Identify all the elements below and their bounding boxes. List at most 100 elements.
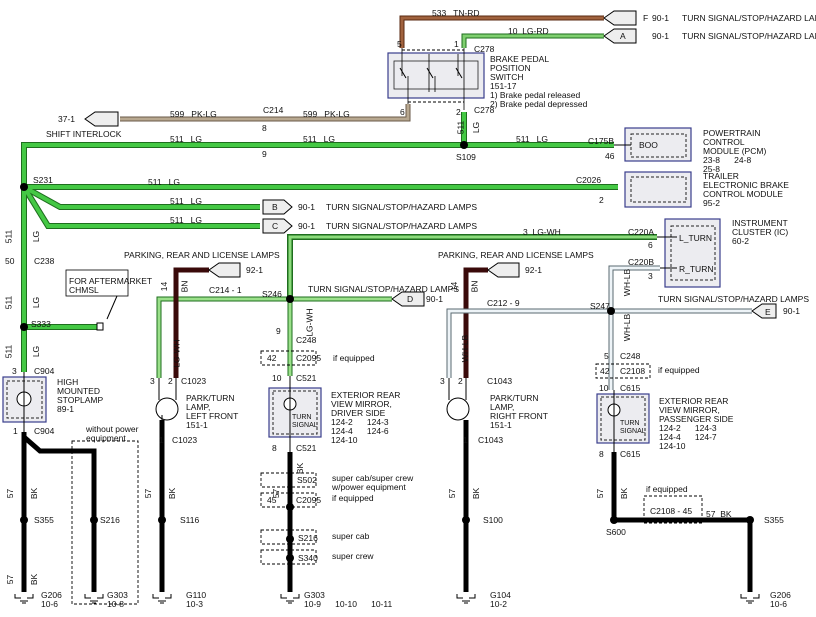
v-whlb-bot: WH-LB xyxy=(622,313,633,342)
wire-511-c: 511 LG xyxy=(516,134,548,144)
c521-top: C521 xyxy=(296,373,317,383)
splices xyxy=(20,141,754,562)
c214-pin8: 8 xyxy=(262,123,267,133)
wire-3-lg-wh xyxy=(156,296,392,378)
wire-533-label: 533 TN-RD xyxy=(432,8,480,18)
v-bn-right: BN xyxy=(469,280,480,293)
wire-3-lgwh-label: 3 LG-WH xyxy=(523,227,561,237)
v-14-right: 14 xyxy=(449,281,460,292)
v-511-s109: 511 xyxy=(455,120,466,135)
v-57-6: 57 xyxy=(595,488,606,499)
offpage-f: F xyxy=(643,13,649,23)
splice-s355-left: S355 xyxy=(34,515,54,525)
c2095-bot: C2095 xyxy=(296,495,322,505)
v-bn-left: BN xyxy=(179,280,190,293)
c1023-pin3: 3 xyxy=(150,376,155,386)
wire-57-bk xyxy=(21,420,753,592)
c1023-bot-pin: 1 xyxy=(159,435,164,445)
offpage-d: D xyxy=(407,294,414,304)
c220b-pin: 3 xyxy=(648,271,653,281)
c1043-top: C1043 xyxy=(487,376,513,386)
c1023-top: C1023 xyxy=(181,376,207,386)
v-lg-2: LG xyxy=(31,296,42,309)
v-whlb-left: WH-LB xyxy=(460,334,471,363)
offpage-a-desc: TURN SIGNAL/STOP/HAZARD LAMPS xyxy=(682,31,816,41)
v-57-1: 57 xyxy=(5,488,16,499)
offpage-c-ref: 90-1 xyxy=(298,221,316,231)
c278-bot: C278 xyxy=(474,105,495,115)
v-57-5: 57 xyxy=(447,488,458,499)
c904-bot: C904 xyxy=(34,426,55,436)
c1043-pin3: 3 xyxy=(440,376,445,386)
offpage-connectors xyxy=(84,10,777,319)
offpage-b: B xyxy=(272,202,278,212)
ic-name: INSTRUMENT CLUSTER (IC) 60-2 xyxy=(732,218,789,246)
c2026: C2026 xyxy=(576,175,602,185)
offpage-e-ref: 90-1 xyxy=(783,306,801,316)
ic-pin1: L_TURN xyxy=(679,233,713,243)
c220a: C220A xyxy=(628,227,654,237)
c615-bot: C615 xyxy=(620,449,641,459)
c175b: C175B xyxy=(588,136,614,146)
c521-top-pin: 10 xyxy=(272,373,282,383)
wire-533-tn-rd xyxy=(399,15,604,48)
wire-599a-label: 599 PK-LG xyxy=(170,109,217,119)
mirror-passenger-box xyxy=(596,390,650,452)
c1043-pin2: 2 xyxy=(458,376,463,386)
offpage-f-ref: 90-1 xyxy=(652,13,670,23)
if-equipped-4: if equipped xyxy=(646,484,688,494)
c904-top: C904 xyxy=(34,366,55,376)
c248-right-pin: 5 xyxy=(604,351,609,361)
chmsl-name: HIGH MOUNTED STOPLAMP 89-1 xyxy=(57,377,104,414)
offpage-c-desc: TURN SIGNAL/STOP/HAZARD LAMPS xyxy=(326,221,477,231)
c214: C214 xyxy=(263,105,284,115)
pcm-box xyxy=(614,127,692,162)
lf-lamp-symbol xyxy=(155,378,179,432)
c2095-left: C2095 xyxy=(296,353,322,363)
wire-511-b: 511 LG xyxy=(303,134,335,144)
v-57-3: 57 xyxy=(143,488,154,499)
super-crew-note: super crew xyxy=(332,551,374,561)
without-power-note: without power equipment xyxy=(86,424,139,443)
bpps-pin1: 1 xyxy=(454,39,459,49)
c615-bot-pin: 8 xyxy=(599,449,604,459)
v-511-3: 511 xyxy=(3,344,14,359)
aftermarket-note-box xyxy=(65,269,129,331)
v-511-2: 511 xyxy=(3,295,14,310)
park-left-desc: PARKING, REAR AND LICENSE LAMPS xyxy=(124,250,280,260)
c214-1: C214 - 1 xyxy=(209,285,242,295)
splice-s216-mid: S216 xyxy=(298,533,318,543)
rf-lamp-symbol xyxy=(446,378,470,421)
v-57-2: 57 xyxy=(5,574,16,585)
offpage-a-ref: 90-1 xyxy=(652,31,670,41)
instrument-cluster-box xyxy=(657,218,721,288)
offpage-d-desc: TURN SIGNAL/STOP/HAZARD LAMPS xyxy=(308,284,459,294)
aftermarket-note: FOR AFTERMARKET CHMSL xyxy=(69,276,153,295)
v-bk-3: BK xyxy=(167,487,178,500)
c904-bot-pin: 1 xyxy=(13,426,18,436)
pcm-pin-label: BOO xyxy=(639,140,658,150)
brake-pedal-position-switch xyxy=(387,48,485,110)
mirror-driver-inner: TURN SIGNAL xyxy=(292,414,318,429)
park-right-desc: PARKING, REAR AND LICENSE LAMPS xyxy=(438,250,594,260)
offpage-b-desc: TURN SIGNAL/STOP/HAZARD LAMPS xyxy=(326,202,477,212)
offpage-c: C xyxy=(272,221,279,231)
v-bk-5: BK xyxy=(471,487,482,500)
v-lg-3: LG xyxy=(31,345,42,358)
c2108-right-pin: 42 xyxy=(600,366,610,376)
wire-10-label: 10 LG-RD xyxy=(508,26,549,36)
c248-left: C248 xyxy=(296,335,317,345)
splice-s340: S340 xyxy=(298,553,318,563)
v-lgwh-left: LG-WH xyxy=(171,339,182,368)
c2108-45: C2108 - 45 xyxy=(650,506,693,516)
splice-s116: S116 xyxy=(180,515,200,525)
c521-bot: C521 xyxy=(296,443,317,453)
park-left-ref: 92-1 xyxy=(246,265,264,275)
wire-511-lg xyxy=(21,112,657,372)
splice-s600: S600 xyxy=(606,527,626,537)
offpage-b-ref: 90-1 xyxy=(298,202,316,212)
option-boxes xyxy=(71,350,703,605)
park-right-ref: 92-1 xyxy=(525,265,543,275)
splice-s355-right: S355 xyxy=(764,515,784,525)
